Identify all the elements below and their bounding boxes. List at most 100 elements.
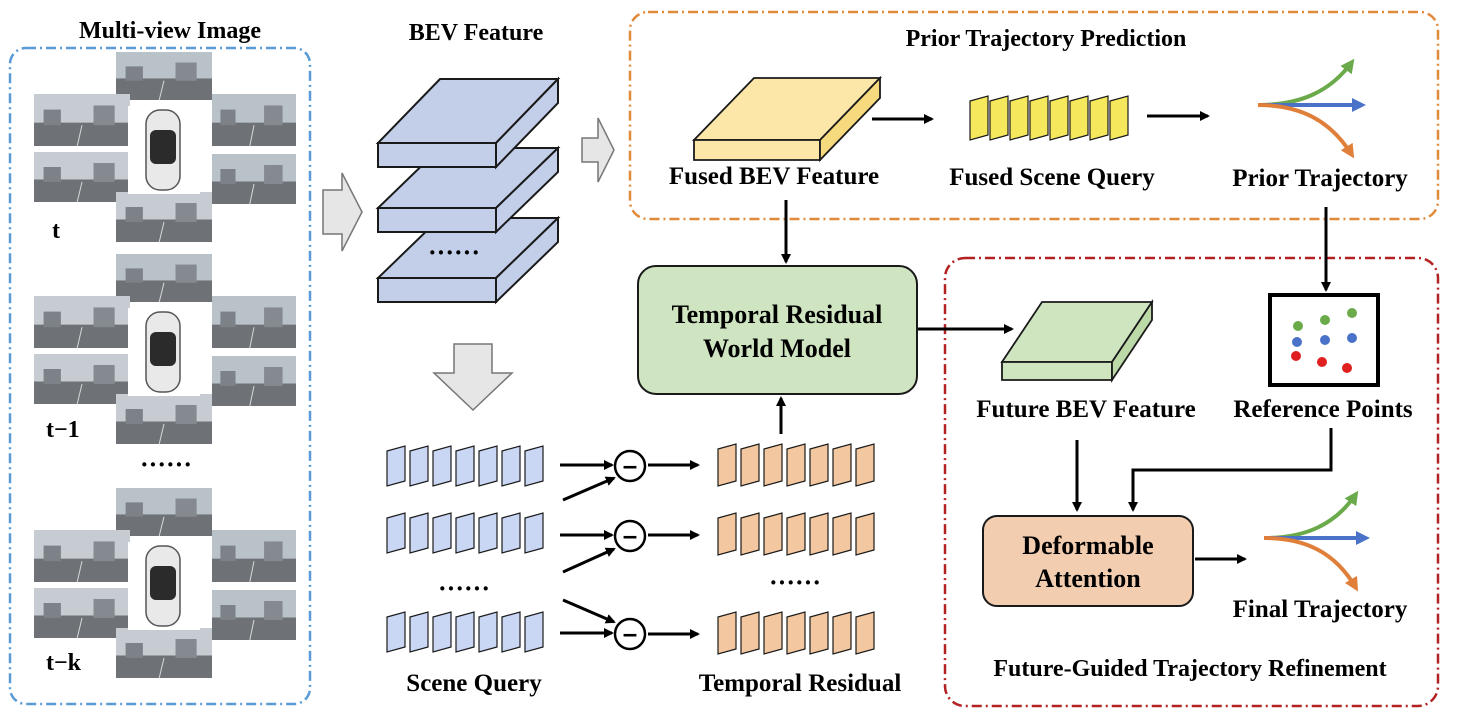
fused-scene-query-tokens	[969, 95, 1129, 141]
scene-query-token-row	[386, 445, 544, 487]
scene-query-label: Scene Query	[406, 670, 542, 697]
minus-symbol: –	[623, 520, 637, 550]
scene-query-token	[386, 512, 406, 554]
world-model-box	[637, 265, 918, 395]
reference-point	[1342, 363, 1352, 373]
scene-query-token	[478, 512, 498, 554]
fused-scene-query-label: Fused Scene Query	[949, 164, 1155, 191]
fused-bev-label: Fused BEV Feature	[668, 163, 880, 190]
reference-points	[1291, 308, 1357, 373]
temporal-residual-token	[717, 512, 737, 556]
deformable-text-line2: Attention	[1035, 564, 1141, 593]
fused-scene-query-token	[969, 95, 989, 141]
residual-ellipsis: ······	[768, 568, 822, 597]
temporal-residual-token	[740, 512, 760, 556]
reference-point	[1320, 335, 1330, 345]
reference-point	[1292, 337, 1302, 347]
camera-view-image	[34, 94, 130, 147]
camera-view-image	[116, 52, 212, 101]
camera-view-image	[34, 588, 130, 639]
reference-point	[1291, 351, 1301, 361]
time-label-t-k: t−k	[46, 650, 82, 676]
multiview-image-groups	[34, 52, 296, 679]
temporal-residual-token	[786, 611, 806, 655]
temporal-residual-token	[717, 443, 737, 487]
multiview-image-group	[34, 52, 296, 243]
temporal-residual-token	[740, 443, 760, 487]
scene-query-token	[432, 611, 452, 653]
ego-car-icon	[128, 308, 200, 396]
hollow-arrow-to-bev	[322, 172, 363, 252]
minus-symbol: –	[623, 618, 637, 648]
temporal-residual-token	[832, 611, 852, 655]
final-trajectory-label: Final Trajectory	[1232, 596, 1408, 623]
scene-query-token	[478, 445, 498, 487]
fused-bev-feature-slab	[691, 75, 883, 163]
scene-query-token	[432, 445, 452, 487]
minus-operators: – – –	[613, 449, 647, 651]
scene-query-token	[524, 445, 544, 487]
arrow-query-to-minus	[562, 547, 616, 574]
camera-view-image	[212, 296, 296, 349]
scene-query-token	[409, 445, 429, 487]
deformable-attention-box	[982, 515, 1194, 607]
refine-section-title: Future-Guided Trajectory Refinement	[993, 656, 1387, 682]
camera-view-image	[116, 488, 212, 537]
camera-view-image	[212, 154, 296, 205]
fused-scene-query-token	[989, 95, 1009, 141]
camera-view-image	[34, 296, 130, 349]
camera-view-image	[116, 254, 212, 303]
final-trajectory-glyph	[1263, 490, 1370, 592]
temporal-residual-token	[809, 443, 829, 487]
scene-query-token-row	[386, 512, 544, 554]
ego-car-icon	[128, 106, 200, 194]
fused-scene-query-token	[1069, 95, 1089, 141]
scene-query-token	[455, 611, 475, 653]
temporal-residual-token	[763, 512, 783, 556]
hollow-arrow-to-prior	[581, 117, 615, 183]
arrow-reference-to-deformable	[1128, 428, 1333, 512]
temporal-residual-token	[763, 443, 783, 487]
arrow-query-to-minus	[562, 476, 616, 502]
fused-scene-query-token	[1089, 95, 1109, 141]
temporal-residual-token-row	[717, 611, 875, 655]
scene-query-token	[409, 611, 429, 653]
multiview-ellipsis: ······	[139, 450, 193, 479]
camera-view-image	[34, 354, 130, 405]
arrow-query-to-minus	[562, 598, 616, 624]
bev-ellipsis: ······	[427, 238, 481, 267]
minus-operator	[613, 519, 647, 553]
reference-point	[1293, 321, 1303, 331]
temporal-residual-token	[832, 512, 852, 556]
scene-query-token	[386, 611, 406, 653]
temporal-residual-token	[809, 512, 829, 556]
scene-query-token	[501, 445, 521, 487]
scene-query-token	[524, 512, 544, 554]
world-model-text-line1: Temporal Residual	[671, 300, 883, 329]
fused-scene-query-token	[1029, 95, 1049, 141]
scene-query-token	[386, 445, 406, 487]
reference-point	[1347, 308, 1357, 318]
time-label-t: t	[52, 218, 60, 244]
camera-view-image	[212, 94, 296, 147]
reference-point	[1320, 315, 1330, 325]
camera-view-image	[116, 394, 212, 445]
temporal-residual-token	[809, 611, 829, 655]
scene-query-token	[501, 611, 521, 653]
camera-view-image	[116, 192, 212, 243]
reference-points-label: Reference Points	[1233, 396, 1413, 423]
multiview-border	[8, 46, 312, 706]
prior-trajectory-label: Prior Trajectory	[1232, 165, 1408, 192]
refine-section-border	[943, 256, 1440, 708]
multiview-image-group	[34, 254, 296, 445]
camera-view-image	[34, 530, 130, 583]
scene-query-token	[432, 512, 452, 554]
camera-view-image	[212, 590, 296, 641]
time-label-t-1: t−1	[46, 417, 80, 443]
scene-query-token	[524, 611, 544, 653]
bev-feature-title: BEV Feature	[408, 20, 544, 46]
camera-view-image	[212, 356, 296, 407]
flow-arrows	[560, 111, 1333, 639]
scene-query-token	[455, 445, 475, 487]
